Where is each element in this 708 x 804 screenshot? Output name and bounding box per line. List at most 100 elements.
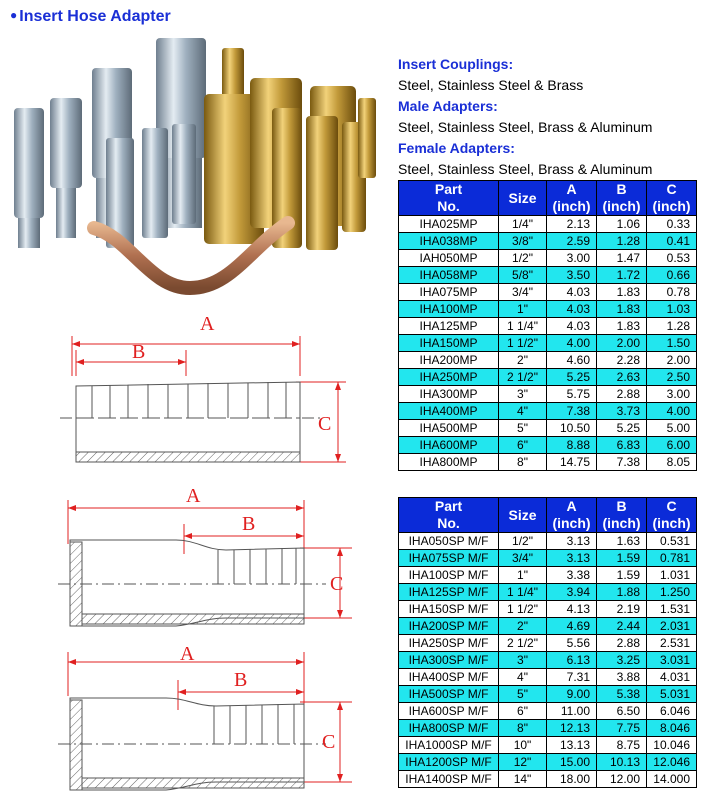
- b-cell: 2.19: [596, 600, 647, 618]
- part-no-cell: IHA250MP: [398, 368, 499, 386]
- size-cell: 5": [498, 419, 547, 437]
- c-cell: 2.531: [646, 634, 697, 652]
- b-cell: 1.83: [596, 317, 647, 335]
- a-cell: 10.50: [546, 419, 597, 437]
- dim-a-label: A: [180, 643, 195, 665]
- copper-pipe: [87, 216, 295, 296]
- size-cell: 5/8": [498, 266, 547, 284]
- c-cell: 1.250: [646, 583, 697, 601]
- part-no-cell: IHA1400SP M/F: [398, 770, 499, 788]
- a-cell: 4.00: [546, 334, 597, 352]
- a-cell: 4.03: [546, 317, 597, 335]
- a-cell: 4.60: [546, 351, 597, 369]
- part-no-cell: IHA058MP: [398, 266, 499, 284]
- dim-b-label: B: [242, 513, 255, 535]
- c-header: C(inch): [646, 180, 697, 216]
- part-no-cell: IHA125MP: [398, 317, 499, 335]
- part-no-cell: IHA100SP M/F: [398, 566, 499, 584]
- b-cell: 7.75: [596, 719, 647, 737]
- size-cell: 3": [498, 651, 547, 669]
- a-cell: 4.03: [546, 300, 597, 318]
- a-cell: 15.00: [546, 753, 597, 771]
- c-cell: 2.50: [646, 368, 697, 386]
- part-no-cell: IHA600SP M/F: [398, 702, 499, 720]
- b-cell: 7.38: [596, 453, 647, 471]
- size-cell: 3/4": [498, 549, 547, 567]
- brass-fittings: [204, 48, 376, 250]
- b-cell: 3.88: [596, 668, 647, 686]
- a-cell: 18.00: [546, 770, 597, 788]
- size-cell: 2 1/2": [498, 368, 547, 386]
- insert-coupling-diagram: A B C: [60, 313, 346, 463]
- a-cell: 4.13: [546, 600, 597, 618]
- b-cell: 1.72: [596, 266, 647, 284]
- size-cell: 4": [498, 402, 547, 420]
- dim-b-label: B: [234, 669, 247, 691]
- part-no-cell: IHA150MP: [398, 334, 499, 352]
- c-cell: 8.046: [646, 719, 697, 737]
- size-cell: 1/2": [498, 532, 547, 550]
- b-cell: 8.75: [596, 736, 647, 754]
- a-cell: 7.31: [546, 668, 597, 686]
- part-no-cell: IHA100MP: [398, 300, 499, 318]
- size-cell: 3/4": [498, 283, 547, 301]
- part-no-cell: IHA400SP M/F: [398, 668, 499, 686]
- b-cell: 6.83: [596, 436, 647, 454]
- b-header: B(inch): [596, 497, 647, 533]
- insert-couplings-text: Steel, Stainless Steel & Brass: [398, 77, 584, 93]
- size-header: Size: [498, 180, 547, 216]
- part-no-cell: IHA125SP M/F: [398, 583, 499, 601]
- a-cell: 3.50: [546, 266, 597, 284]
- size-cell: 10": [498, 736, 547, 754]
- c-cell: 14.000: [646, 770, 697, 788]
- female-adapters-heading: Female Adapters:: [398, 140, 515, 156]
- size-cell: 3/8": [498, 232, 547, 250]
- b-cell: 5.38: [596, 685, 647, 703]
- size-cell: 1/2": [498, 249, 547, 267]
- size-cell: 1 1/4": [498, 317, 547, 335]
- size-cell: 12": [498, 753, 547, 771]
- dim-a-label: A: [186, 485, 201, 507]
- c-cell: 5.031: [646, 685, 697, 703]
- part-no-cell: IHA025MP: [398, 215, 499, 233]
- b-cell: 2.63: [596, 368, 647, 386]
- a-cell: 3.00: [546, 249, 597, 267]
- c-cell: 12.046: [646, 753, 697, 771]
- a-cell: 2.13: [546, 215, 597, 233]
- b-header: B(inch): [596, 180, 647, 216]
- a-cell: 5.25: [546, 368, 597, 386]
- a-header: A(inch): [546, 180, 597, 216]
- a-cell: 5.75: [546, 385, 597, 403]
- c-cell: 0.781: [646, 549, 697, 567]
- b-cell: 2.00: [596, 334, 647, 352]
- part-no-cell: IHA500SP M/F: [398, 685, 499, 703]
- a-cell: 14.75: [546, 453, 597, 471]
- size-cell: 6": [498, 436, 547, 454]
- a-cell: 8.88: [546, 436, 597, 454]
- a-cell: 4.69: [546, 617, 597, 635]
- b-cell: 10.13: [596, 753, 647, 771]
- c-cell: 10.046: [646, 736, 697, 754]
- size-cell: 1 1/2": [498, 334, 547, 352]
- size-cell: 2": [498, 617, 547, 635]
- a-cell: 3.13: [546, 549, 597, 567]
- a-cell: 3.13: [546, 532, 597, 550]
- steel-fittings: [14, 38, 206, 248]
- part-no-cell: IHA250SP M/F: [398, 634, 499, 652]
- size-cell: 8": [498, 453, 547, 471]
